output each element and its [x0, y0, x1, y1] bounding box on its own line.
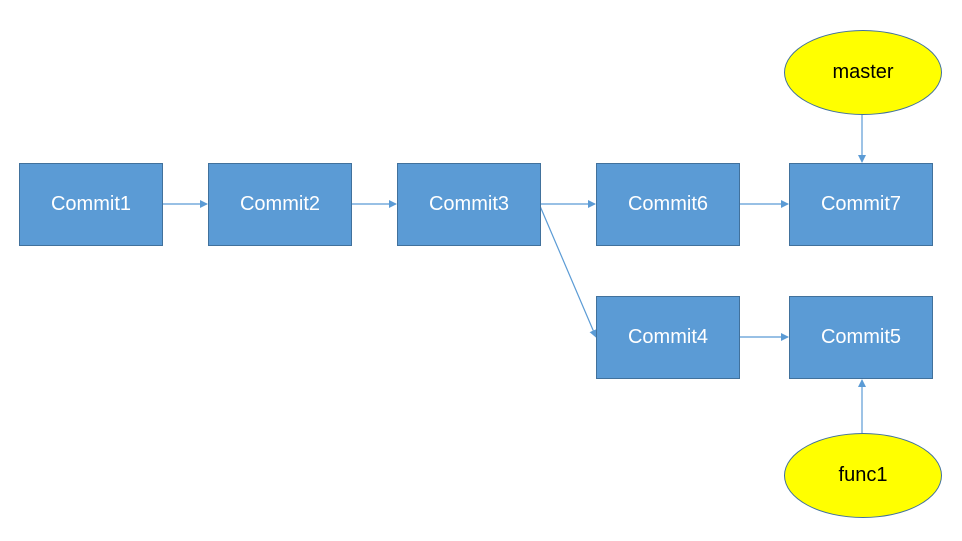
commit-label: Commit2 — [239, 193, 320, 215]
commit-node-3: Commit3 — [397, 163, 541, 246]
commit-label: Commit3 — [428, 193, 509, 215]
commit-node-5: Commit5 — [789, 296, 933, 379]
commit-node-1: Commit1 — [19, 163, 163, 246]
commit-node-6: Commit6 — [596, 163, 740, 246]
commit-node-4: Commit4 — [596, 296, 740, 379]
branch-label: master — [832, 61, 894, 83]
branch-func1: func1 — [784, 433, 942, 518]
edge-commit3-commit4 — [539, 205, 597, 338]
commit-node-2: Commit2 — [208, 163, 352, 246]
branch-master: master — [784, 30, 942, 115]
branch-label: func1 — [838, 464, 888, 486]
commit-label: Commit6 — [627, 193, 708, 215]
commit-label: Commit5 — [820, 326, 901, 348]
commit-label: Commit1 — [50, 193, 131, 215]
commit-node-7: Commit7 — [789, 163, 933, 246]
commit-label: Commit7 — [820, 193, 901, 215]
commit-label: Commit4 — [627, 326, 708, 348]
